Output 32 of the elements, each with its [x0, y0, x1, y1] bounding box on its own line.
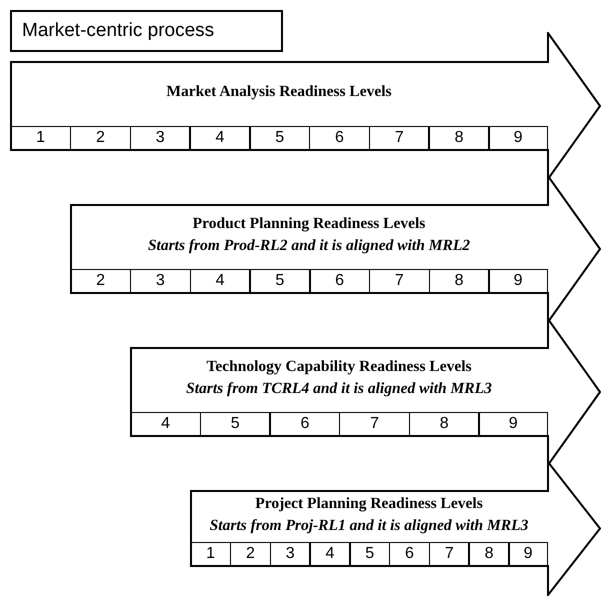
level-cell: 9 [478, 412, 548, 436]
level-cell: 9 [508, 542, 548, 566]
level-cell: 8 [468, 542, 510, 566]
level-cell: 8 [428, 126, 490, 150]
arrow-heading: Market Analysis Readiness Levels [165, 83, 393, 101]
arrow-heading: Product Planning Readiness Levels [192, 215, 426, 233]
level-cell: 5 [200, 412, 271, 436]
level-cell: 5 [249, 269, 310, 293]
level-cell: 6 [269, 412, 340, 436]
arrow-subtitle: Starts from Prod-RL2 and it is aligned with MRL2 [146, 237, 472, 255]
arrow-heading: Project Planning Readiness Levels [254, 494, 484, 512]
arrow-subtitle: Starts from TCRL4 and it is aligned with MRL3 [185, 380, 493, 398]
level-cell: 7 [428, 542, 470, 566]
level-cell: 8 [408, 412, 480, 436]
process-label-box: Market-centric process [10, 10, 283, 52]
arrow-heading: Technology Capability Readiness Levels [205, 358, 473, 376]
level-cell: 8 [428, 269, 490, 293]
level-cell: 4 [309, 542, 351, 566]
level-cell: 6 [309, 269, 370, 293]
level-cell: 9 [488, 269, 548, 293]
level-cell: 7 [368, 126, 430, 150]
level-cell: 4 [190, 269, 251, 293]
arrow-subtitle: Starts from Proj-RL1 and it is aligned with MRL3 [208, 516, 530, 534]
level-cell: 3 [130, 126, 191, 150]
arrow-shape [130, 318, 601, 466]
arrow-shape [190, 461, 601, 596]
arrow-shape [70, 175, 601, 323]
level-cell: 5 [349, 542, 390, 566]
level-cell: 3 [270, 542, 311, 566]
level-cell: 9 [488, 126, 548, 150]
level-cell: 4 [189, 126, 251, 150]
level-cell: 5 [249, 126, 310, 150]
